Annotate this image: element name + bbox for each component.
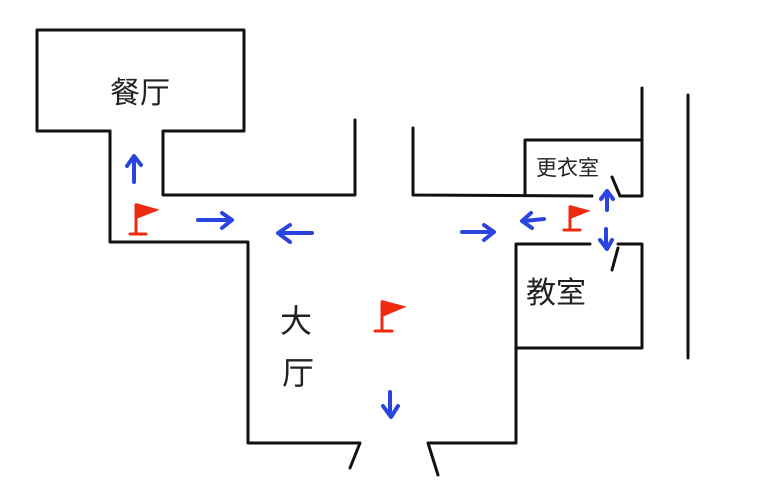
right-corridor-top-wall — [411, 126, 594, 198]
walls — [35, 28, 690, 477]
locker-room-walls — [523, 138, 644, 197]
flag-icon — [128, 203, 160, 236]
arrow-icon — [381, 390, 400, 419]
flag-icon — [373, 300, 407, 333]
left-corridor-outer-wall — [108, 129, 362, 470]
classroom-label: 教室 — [526, 276, 586, 311]
classroom-walls — [514, 242, 644, 350]
locker-room-label: 更衣室 — [536, 156, 599, 180]
arrow-icon — [196, 211, 234, 230]
classroom-door — [610, 246, 620, 272]
locker-room-door — [610, 86, 644, 198]
dining-hall-label: 餐厅 — [110, 76, 170, 111]
dining-room-walls — [35, 28, 246, 133]
arrow-icon — [276, 223, 314, 244]
arrow-icon — [598, 227, 614, 251]
arrows — [125, 154, 615, 419]
flag-icon — [562, 205, 591, 232]
flags — [128, 203, 591, 333]
arrow-icon — [460, 223, 496, 242]
hall-label-line1: 大 — [280, 302, 313, 340]
arrow-icon — [520, 211, 546, 230]
left-corridor-inner-wall — [161, 118, 357, 197]
hall-label-line2: 厅 — [282, 354, 315, 392]
arrow-icon — [125, 154, 143, 184]
arrow-icon — [599, 189, 615, 212]
hall-right-wall — [426, 346, 518, 477]
